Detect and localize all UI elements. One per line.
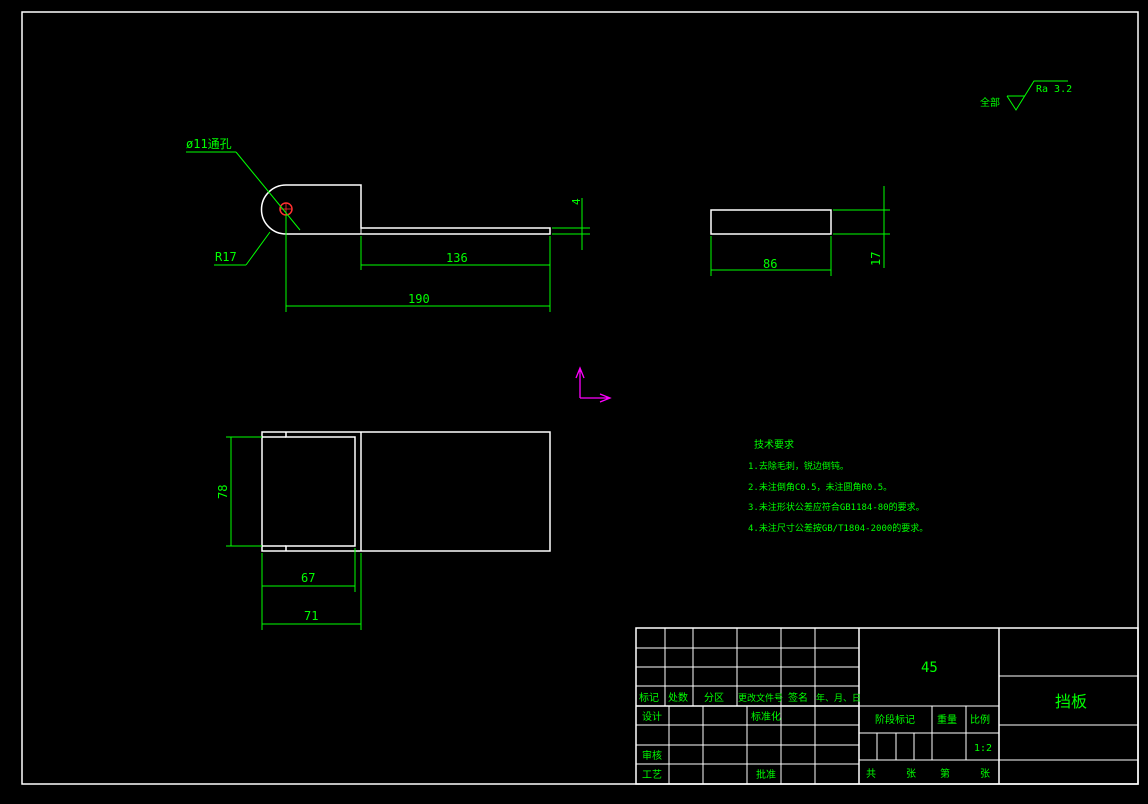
tb-sheets-zhang1: 张 (906, 768, 916, 780)
tb-stage-mark: 阶段标记 (875, 713, 915, 726)
dim-71: 71 (304, 609, 318, 623)
tb-header-3: 更改文件号 (738, 692, 783, 704)
tb-process: 工艺 (642, 769, 662, 781)
tb-scale-value: 1:2 (974, 743, 992, 754)
ucs-icon (575, 366, 612, 403)
tech-requirements: 技术要求 1.去除毛刺，锐边倒钝。 2.未注倒角C0.5，未注圆角R0.5。 3… (748, 438, 928, 534)
tb-weight: 重量 (937, 713, 957, 726)
side-view: 86 17 (710, 186, 890, 276)
title-block (635, 627, 1139, 785)
tb-approve: 批准 (756, 768, 776, 781)
title-block-text: 标记 处数 分区 更改文件号 签名 年、月、日 设计 标准化 审核 工艺 批准 … (639, 660, 1087, 781)
dim-136: 136 (446, 251, 468, 265)
tb-part-name: 挡板 (1055, 692, 1087, 711)
tb-header-1: 处数 (668, 691, 688, 704)
tb-sheets-zhang2: 张 (980, 768, 990, 780)
tb-review: 审核 (642, 749, 662, 762)
radius-label: R17 (215, 250, 237, 264)
dim-thickness: 4 (570, 198, 583, 205)
tb-header-4: 签名 (788, 691, 808, 704)
tech-item-3: 3.未注形状公差应符合GB1184-80的要求。 (748, 501, 925, 513)
tech-title: 技术要求 (754, 438, 794, 451)
roughness-value: Ra 3.2 (1036, 84, 1072, 95)
tech-item-2: 2.未注倒角C0.5，未注圆角R0.5。 (748, 481, 892, 493)
tb-material: 45 (921, 660, 938, 676)
tech-item-1: 1.去除毛刺，锐边倒钝。 (748, 460, 849, 472)
dim-190: 190 (408, 292, 430, 306)
tb-standardize: 标准化 (751, 710, 781, 723)
tb-header-0: 标记 (639, 692, 659, 704)
roughness-prefix: 全部 (980, 96, 1000, 109)
tech-item-4: 4.未注尺寸公差按GB/T1804-2000的要求。 (748, 522, 928, 534)
tb-design: 设计 (642, 710, 662, 723)
dim-86: 86 (763, 257, 777, 271)
dim-67: 67 (301, 571, 315, 585)
tb-sheets-di: 第 (940, 767, 950, 780)
tb-scale: 比例 (970, 713, 990, 726)
dim-78: 78 (216, 485, 230, 499)
top-view: ø11通孔 R17 4 136 190 (186, 137, 590, 312)
roughness-symbol: 全部 Ra 3.2 (980, 80, 1072, 111)
tb-header-5: 年、月、日 (816, 692, 861, 704)
bottom-view: 78 67 71 (216, 431, 551, 630)
hole-label: ø11通孔 (186, 137, 232, 151)
drawing-frame (21, 11, 1139, 785)
tb-sheets-total: 共 (866, 768, 876, 780)
tb-header-2: 分区 (704, 692, 724, 704)
dim-17: 17 (869, 252, 883, 266)
